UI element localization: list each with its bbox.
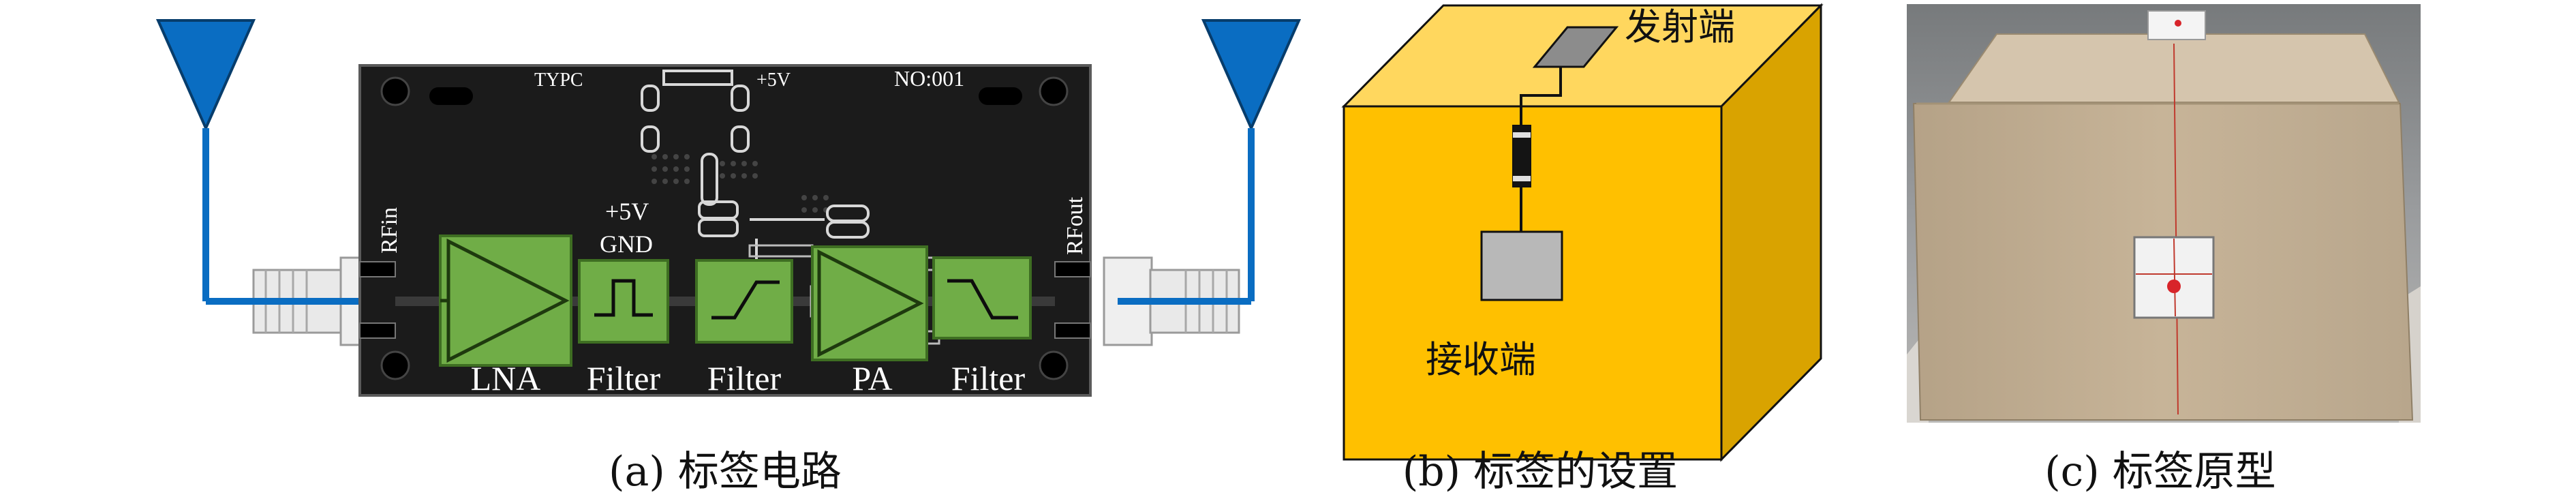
- silk-rfin: RFin: [377, 207, 402, 254]
- lna-block: [439, 235, 572, 367]
- band-pass-icon: [594, 279, 653, 317]
- silk-gnd: GND: [600, 230, 653, 258]
- pa-label: PA: [852, 359, 892, 397]
- caption-b: (b) 标签的设置: [1402, 448, 1678, 496]
- right-sma-connector: [1103, 256, 1251, 346]
- silk-board-no: NO:001: [894, 66, 964, 91]
- pa-block: [811, 245, 928, 361]
- transmit-label: 发射端: [1625, 5, 1735, 48]
- filter-3-block: [932, 256, 1032, 339]
- receive-label: 接收端: [1426, 338, 1536, 381]
- silk-plus5v-mid: +5V: [605, 198, 649, 225]
- filter-2-label: Filter: [707, 359, 782, 397]
- lna-label: LNA: [471, 359, 541, 397]
- panel-a: TYPC +5V NO:001 +5V GND RFin RFout LNA F…: [155, 19, 1302, 496]
- low-pass-icon: [947, 279, 1018, 320]
- cable: [1520, 67, 1562, 125]
- silk-plus5v-top: +5V: [756, 70, 791, 91]
- silk-typc: TYPC: [534, 70, 583, 91]
- prototype-photo: [1907, 4, 2421, 423]
- high-pass-icon: [711, 280, 780, 320]
- panel-b: 发射端 接收端 (b) 标签的设置: [1341, 3, 1824, 496]
- filter-3-label: Filter: [951, 359, 1026, 397]
- left-antenna-icon: [155, 19, 354, 305]
- receiver-plate: [1480, 230, 1563, 301]
- right-antenna-icon: [1201, 19, 1302, 301]
- transmitter-plate: [1532, 26, 1619, 68]
- caption-a: (a) 标签电路: [609, 448, 842, 496]
- filter-1-block: [578, 259, 669, 344]
- caption-c: (c) 标签原型: [2044, 448, 2276, 496]
- panel-c: (c) 标签原型: [1907, 4, 2421, 496]
- filter-1-label: Filter: [587, 359, 661, 397]
- filter-2-block: [695, 259, 793, 344]
- silk-rfout: RFout: [1062, 196, 1088, 255]
